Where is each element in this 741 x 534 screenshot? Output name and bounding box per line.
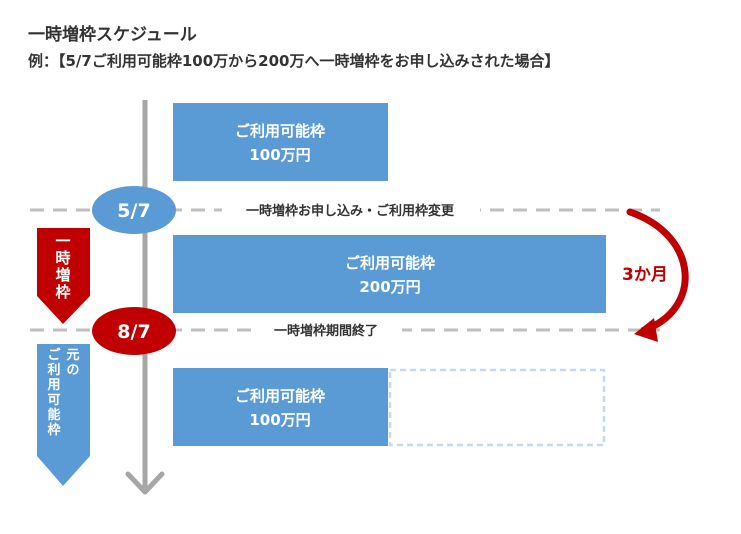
original-char: 元 [66,348,79,363]
end-event-label: 一時増枠期間終了 [274,323,378,339]
temporary-char: 一 [55,232,70,250]
block-after-line1: ご利用可能枠 [235,387,325,405]
start-event-label: 一時増枠お申し込み・ご利用枠変更 [246,203,455,219]
duration-arrowhead [634,318,658,342]
limit-block-before [173,103,388,181]
limit-block-during [173,235,606,313]
original-char: 枠 [47,422,60,438]
original-char: 可 [47,393,60,408]
end-date-label: 8/7 [117,321,150,343]
original-char: ご [47,347,61,363]
temporary-char: 増 [55,266,70,284]
original-limit-arrow [37,344,90,486]
block-after-line2: 100万円 [249,411,310,429]
end-date-ellipse [92,307,176,355]
limit-block-after [173,368,388,446]
original-char: 用 [46,378,60,393]
temporary-period-label: 一 時 増 枠 [55,232,70,301]
block-before-line2: 100万円 [249,146,310,164]
expired-limit-outline [388,368,606,447]
duration-label: 3か月 [622,265,668,285]
timeline-arrowhead [125,471,165,495]
temporary-char: 枠 [55,283,70,301]
example-caption: 例：【5/7ご利用可能枠100万から200万へ一時増枠をお申し込みされた場合】 [28,52,560,70]
start-date-ellipse [92,186,176,234]
original-char: の [66,363,79,378]
block-during-line1: ご利用可能枠 [345,254,435,272]
original-char: 能 [47,407,60,423]
page-title: 一時増枠スケジュール [28,25,197,45]
duration-curved-arrow [626,208,689,334]
block-before-line1: ご利用可能枠 [235,122,325,140]
temporary-period-arrow [37,228,90,324]
block-during-line2: 200万円 [359,278,420,296]
original-limit-label: 元 の ご 利 用 可 能 枠 [46,347,79,438]
original-char: 利 [47,362,60,378]
start-date-label: 5/7 [117,200,150,222]
temporary-char: 時 [55,249,70,267]
